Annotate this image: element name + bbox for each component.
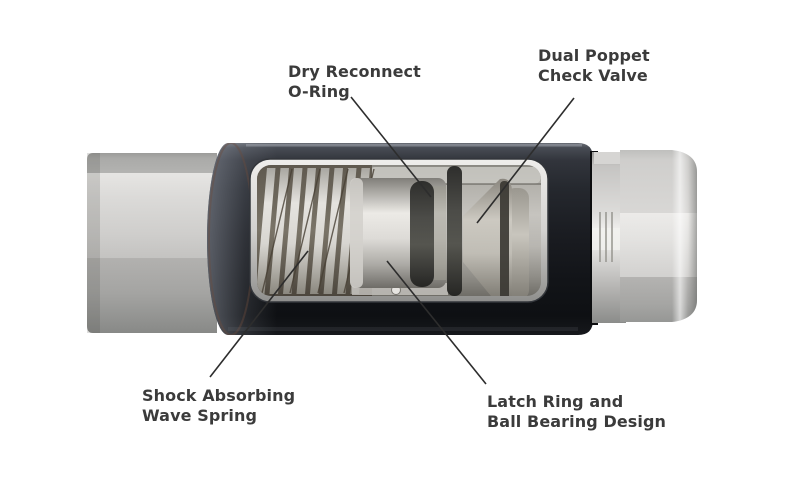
collar-step	[594, 152, 622, 164]
right-hex-highlight	[672, 150, 688, 322]
sleeve-bottom-reflection	[228, 327, 578, 331]
right-hex-edge	[688, 150, 697, 322]
leader-line-shock-absorbing-wave-spring	[209, 250, 309, 378]
poppet-seal-ring	[500, 181, 509, 296]
cutaway-window-interior	[257, 165, 541, 296]
callout-dual-poppet-check-valve: Dual Poppet Check Valve	[538, 46, 650, 85]
dry-reconnect-o-ring	[410, 181, 434, 287]
collar-grooves	[599, 212, 613, 262]
interface-o-ring	[447, 166, 462, 296]
sleeve-top-highlight	[246, 144, 582, 147]
callout-latch-ring-ball-bearing: Latch Ring and Ball Bearing Design	[487, 392, 667, 431]
callout-shock-absorbing-wave-spring: Shock Absorbing Wave Spring	[142, 386, 296, 425]
right-hex-nut	[620, 150, 697, 322]
left-hex-nut	[87, 153, 217, 333]
leader-line-latch-ring-ball-bearing	[386, 260, 487, 385]
callout-dry-reconnect-o-ring: Dry Reconnect O-Ring	[288, 62, 421, 101]
left-hex-chamfer	[87, 153, 100, 333]
leader-lines	[209, 96, 575, 385]
leader-line-dry-reconnect-o-ring	[350, 96, 432, 198]
dual-poppet-check-valve	[463, 178, 529, 296]
leader-line-dual-poppet-check-valve	[476, 97, 575, 224]
